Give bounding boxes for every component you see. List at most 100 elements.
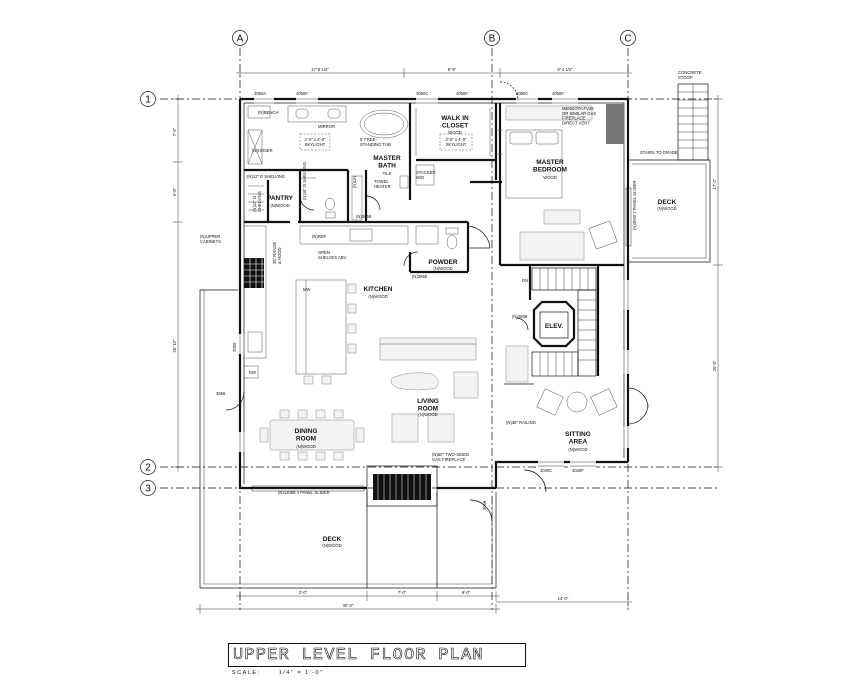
room-name: KITCHEN (364, 286, 393, 293)
dimensions-left: 7'-2" 6'-8" 26'-10" (172, 95, 183, 472)
grid-bubble-1: 1 (140, 91, 156, 107)
room-label-kitchen: KITCHEN (N)WOOD (364, 286, 393, 299)
svg-text:2: 2 (145, 463, 151, 474)
dining-furniture (259, 409, 365, 461)
dim-left-mid: 6'-8" (172, 187, 177, 196)
note-shelving-mid: (N)16" D SHELVING (302, 162, 307, 200)
title-block: UPPER LEVEL FLOOR PLAN (228, 643, 526, 667)
room-finish: (N)WOOD (296, 444, 315, 449)
room-label-deck-bottom: DECK (N)WOOD (322, 536, 341, 548)
sitting-furniture (536, 388, 618, 416)
dim-bottom-total: 30'-0" (343, 603, 354, 608)
dim-top-ab: 17'-8 1/2" (311, 67, 329, 72)
note-window-3050c: 3050C (416, 91, 428, 96)
dim-bottom-right: 14'-0" (558, 596, 569, 601)
room-name: DECK (323, 536, 342, 543)
note-hoser: (N)HOSER (252, 148, 273, 153)
panel-slider-right (625, 187, 632, 247)
room-label-powder: POWDER (N)WOOD (428, 259, 458, 271)
annotations: (N)BENCH MIRROR (N)HOSER 2'-0" x 4'-0"SK… (200, 70, 702, 510)
note-window-4050b: 4050F (456, 91, 468, 96)
room-name: POWDER (428, 259, 458, 266)
room-name: PANTRY (267, 195, 294, 202)
room-finish: WOOD (448, 130, 462, 135)
scale-label: SCALE: (232, 670, 261, 676)
note-window-2050: 2050 (232, 342, 237, 352)
kitchen-fixtures (243, 225, 439, 385)
room-name: ELEV. (545, 323, 563, 330)
note-window-3050a: 3050A (254, 91, 266, 96)
interior-stair (504, 267, 597, 385)
svg-text:B: B (489, 34, 496, 45)
dimensions-bottom: 3'-0" 7'-0" 9'-0" 30'-0" 14'-0" (196, 590, 632, 614)
note-skylight-1: 2'-0" x 4'-0"SKYLIGHT (304, 137, 326, 147)
room-finish: (N)WOOD (270, 203, 289, 208)
dim-left-lower: 26'-10" (172, 339, 177, 353)
room-name: DECK (658, 199, 677, 206)
room-label-deck-right: DECK (N)WOOD (657, 199, 676, 211)
note-window-4050: 4050F (296, 91, 308, 96)
room-finish: (N)WOOD (322, 543, 341, 548)
note-tub: 5' FREE-STANDING TUB (360, 137, 391, 147)
panel-slider-bottom (251, 485, 365, 492)
scale-value: 1/4" = 1'-0" (278, 670, 324, 676)
note-window-3040: 3040C (540, 468, 552, 473)
dimensions-right: 17'-2" 26'-9" (712, 95, 723, 472)
note-hood: 36" RANGE& HOOD (272, 242, 282, 264)
room-label-elevator: ELEV. (545, 323, 563, 330)
grid-bubble-a: A (232, 30, 248, 46)
room-finish: (N)WOOD (657, 206, 676, 211)
note-panel-slider-right: (N)3060 2 PANEL SLIDER (632, 181, 637, 230)
note-door-3068: 3068 (482, 500, 487, 510)
dim-bottom-2: 7'-0" (398, 590, 407, 595)
dim-right-lower: 26'-9" (712, 360, 717, 371)
dim-bottom-1: 3'-0" (299, 590, 308, 595)
svg-text:3: 3 (145, 484, 151, 495)
note-linen: (N)LIN (352, 176, 357, 188)
note-panel-slider-bottom: (N)12068 4 PANEL SLIDER (278, 490, 330, 495)
room-finish: (N)WOOD (433, 266, 452, 271)
dim-top-bc: 8'-1 1/2" (557, 67, 573, 72)
grid-bubble-c: C (620, 30, 636, 46)
dim-top-bmid: 9'-9" (448, 67, 457, 72)
master-fireplace (606, 104, 624, 144)
powder-fixtures (445, 225, 491, 250)
exterior-stairs (677, 83, 709, 161)
scale-note: SCALE: 1/4" = 1'-0" (232, 670, 324, 676)
note-stairs-to-grade: STAIRS TO GRADE (640, 150, 678, 155)
room-finish: TILE (383, 171, 392, 176)
svg-text:C: C (624, 34, 631, 45)
master-bath-fixtures (247, 105, 502, 221)
note-window-3050d: 3050C (516, 91, 528, 96)
note-mw: MW (303, 287, 310, 292)
note-mirror: MIRROR (318, 124, 335, 129)
bedroom-furniture (505, 105, 618, 261)
two-sided-fireplace (366, 465, 438, 507)
room-finish: WOOD (543, 175, 557, 180)
note-railing: (N)36" RAILING (506, 420, 536, 425)
room-finish: (N)WOOD (568, 447, 587, 452)
elevator (532, 300, 576, 348)
dim-bottom-3: 9'-0" (462, 590, 471, 595)
grid-bubble-2: 2 (140, 459, 156, 475)
living-furniture (379, 337, 479, 443)
door-swings (225, 81, 649, 523)
dimensions-top: 17'-8 1/2" 9'-9" 8'-1 1/2" (236, 67, 632, 78)
svg-text:1: 1 (145, 95, 151, 106)
